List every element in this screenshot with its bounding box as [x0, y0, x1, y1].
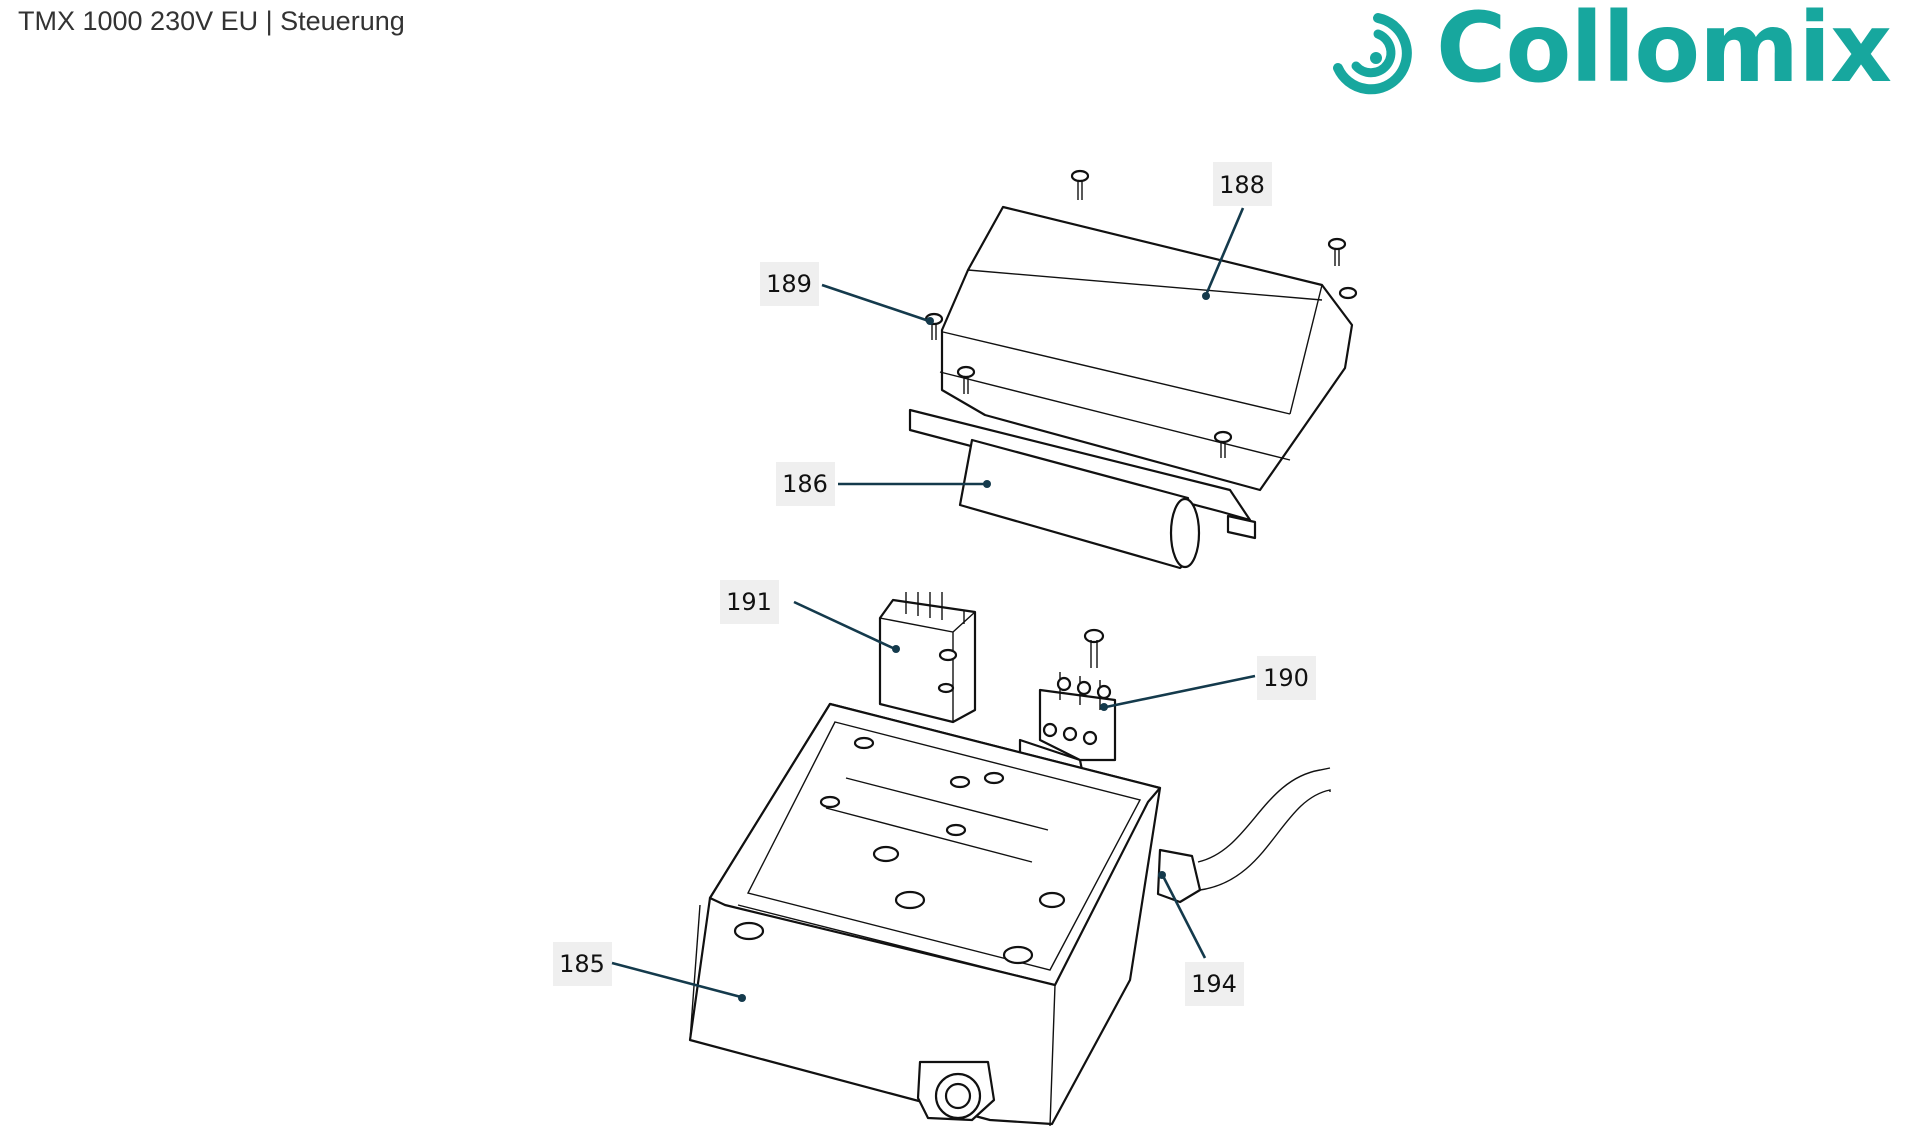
brand-name: Collomix [1436, 0, 1892, 104]
callout-186: 186 [776, 462, 991, 506]
collomix-swirl-icon [1333, 13, 1412, 95]
document-title: TMX 1000 230V EU | Steuerung [18, 6, 405, 36]
brand-logo: Collomix [1318, 0, 1908, 98]
callout-185: 185 [553, 942, 746, 1002]
callout-194: 194 [1158, 871, 1244, 1006]
cover-lid-part [908, 205, 1354, 522]
screw-icon [1338, 286, 1358, 300]
callout-190: 190 [1100, 656, 1316, 711]
screw-icon [1070, 169, 1090, 200]
callout-label: 190 [1263, 664, 1309, 692]
screw-icon [1327, 237, 1347, 266]
callout-label: 185 [559, 950, 605, 978]
callout-191: 191 [720, 580, 900, 653]
callout-label: 189 [766, 270, 812, 298]
base-housing-part [688, 702, 1162, 1127]
screw-icon [956, 365, 976, 394]
gasket-cylinder-part [958, 438, 1257, 570]
callout-label: 194 [1191, 970, 1237, 998]
relay-part [878, 592, 977, 724]
callout-189: 189 [760, 262, 934, 325]
callout-188: 188 [1202, 162, 1272, 300]
callout-label: 191 [726, 588, 772, 616]
callout-label: 186 [782, 470, 828, 498]
screw-icon [1213, 430, 1233, 458]
callout-label: 188 [1219, 171, 1265, 199]
cable-gland-part [1156, 767, 1331, 904]
